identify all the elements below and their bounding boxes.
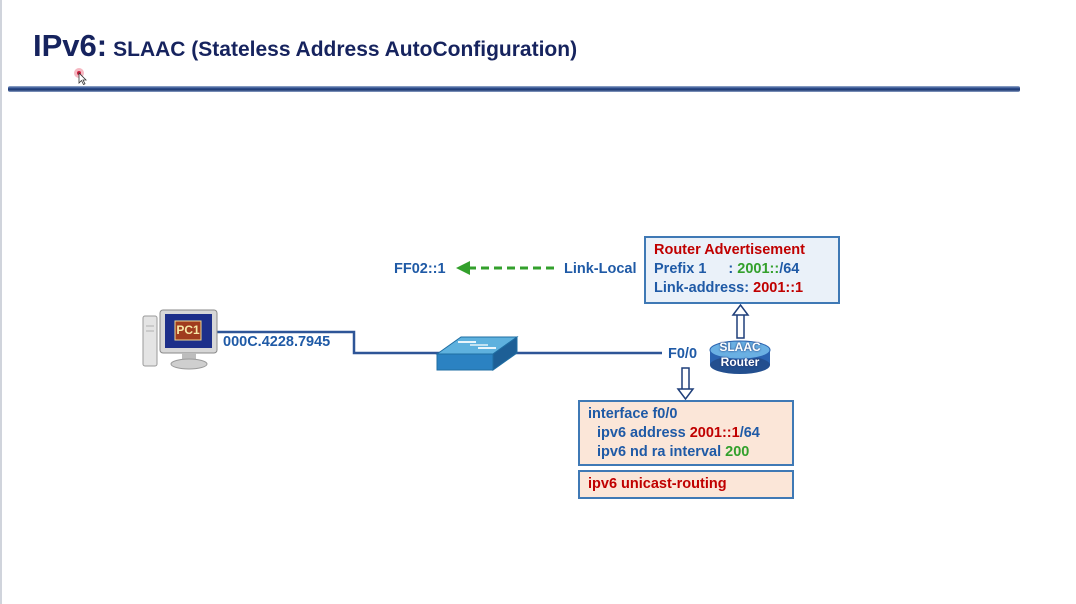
title-sub: SLAAC (Stateless Address AutoConfigurati… <box>113 38 578 61</box>
cfg-interface-line: interface f0/0 <box>588 406 678 422</box>
cfg-ra-interval-line: ipv6 nd ra interval 200 <box>588 443 784 462</box>
ra-heading: Router Advertisement <box>654 242 805 258</box>
pc-to-switch-link <box>216 330 440 355</box>
cfg-unicast-routing: ipv6 unicast-routing <box>588 476 727 492</box>
ra-prefix-value: 2001:: <box>737 261 780 277</box>
mouse-cursor-icon <box>74 68 87 86</box>
interface-config-box: interface f0/0 ipv6 address 2001::1/64 i… <box>578 400 794 466</box>
multicast-address-label: FF02::1 <box>394 261 446 277</box>
ra-up-arrow <box>731 303 750 339</box>
router-label-line1: SLAAC <box>719 340 761 354</box>
cfg-address-value: 2001::1 <box>689 425 740 441</box>
cfg-address-line: ipv6 address 2001::1/64 <box>588 424 784 443</box>
mac-address-label: 000C.4228.7945 <box>223 334 331 350</box>
ra-multicast-arrow <box>456 261 556 275</box>
ra-link-label: Link-address: <box>654 280 750 296</box>
ra-prefix-sep: : <box>728 261 734 277</box>
pc1-computer-icon <box>142 309 218 370</box>
switch-icon <box>435 336 519 371</box>
cfg-address-len: /64 <box>739 425 760 441</box>
router-icon <box>709 340 771 374</box>
title-divider <box>8 86 1020 92</box>
interface-label: F0/0 <box>668 346 698 362</box>
pc1-label: PC1 <box>176 323 200 337</box>
config-down-arrow <box>676 367 695 401</box>
title-main: IPv6: <box>33 28 108 63</box>
cfg-ra-label: ipv6 nd ra interval <box>597 444 722 460</box>
cfg-address-label: ipv6 address <box>597 425 686 441</box>
slide-left-edge <box>0 0 2 604</box>
ra-link-value: 2001::1 <box>753 280 804 296</box>
ra-prefix-label: Prefix 1 <box>654 261 707 277</box>
cfg-ra-value: 200 <box>725 444 750 460</box>
ra-prefix-line: Prefix 1: 2001::/64 <box>654 260 830 279</box>
router-advertisement-box: Router Advertisement Prefix 1: 2001::/64… <box>644 236 840 304</box>
router-label: SLAAC Router <box>709 340 771 370</box>
slide-title: IPv6:SLAAC (Stateless Address AutoConfig… <box>33 28 577 64</box>
router-label-line2: Router <box>720 355 760 369</box>
ra-prefix-len: /64 <box>779 261 800 277</box>
link-local-label: Link-Local <box>564 261 637 277</box>
unicast-routing-box: ipv6 unicast-routing <box>578 470 794 499</box>
ra-link-line: Link-address: 2001::1 <box>654 279 830 298</box>
